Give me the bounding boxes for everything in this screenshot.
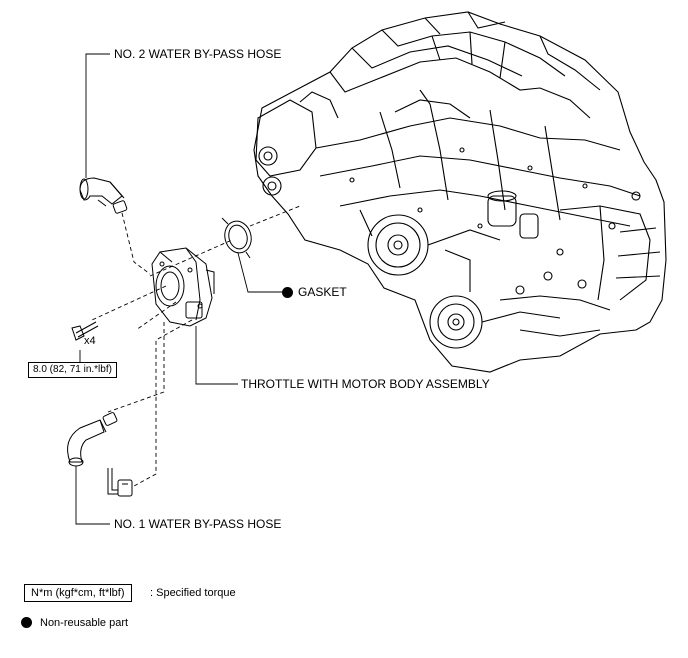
connector-part bbox=[107, 468, 133, 497]
no2-water-bypass-hose-part bbox=[79, 177, 128, 214]
legend-non-reusable-icon bbox=[21, 617, 32, 628]
bolt-torque-spec: 8.0 (82, 71 in.*lbf) bbox=[28, 362, 117, 378]
no2-water-bypass-hose-label: NO. 2 WATER BY-PASS HOSE bbox=[114, 47, 282, 61]
non-reusable-marker-gasket bbox=[282, 287, 293, 298]
legend-torque-unit: N*m (kgf*cm, ft*lbf) bbox=[24, 584, 132, 602]
legend-torque-description: : Specified torque bbox=[150, 587, 236, 599]
bolt-part bbox=[71, 321, 99, 341]
gasket-label: GASKET bbox=[298, 285, 347, 299]
assembly-guide-lines bbox=[91, 205, 301, 487]
gasket-part bbox=[221, 217, 252, 259]
legend-non-reusable-description: Non-reusable part bbox=[40, 617, 129, 629]
engine-illustration bbox=[253, 11, 667, 373]
no1-water-bypass-hose-label: NO. 1 WATER BY-PASS HOSE bbox=[114, 517, 282, 531]
leader-lines bbox=[75, 53, 282, 525]
bolt-quantity: x4 bbox=[84, 335, 96, 347]
no1-water-bypass-hose-part bbox=[67, 412, 118, 467]
throttle-body-part bbox=[151, 247, 215, 327]
throttle-body-label: THROTTLE WITH MOTOR BODY ASSEMBLY bbox=[241, 377, 490, 391]
